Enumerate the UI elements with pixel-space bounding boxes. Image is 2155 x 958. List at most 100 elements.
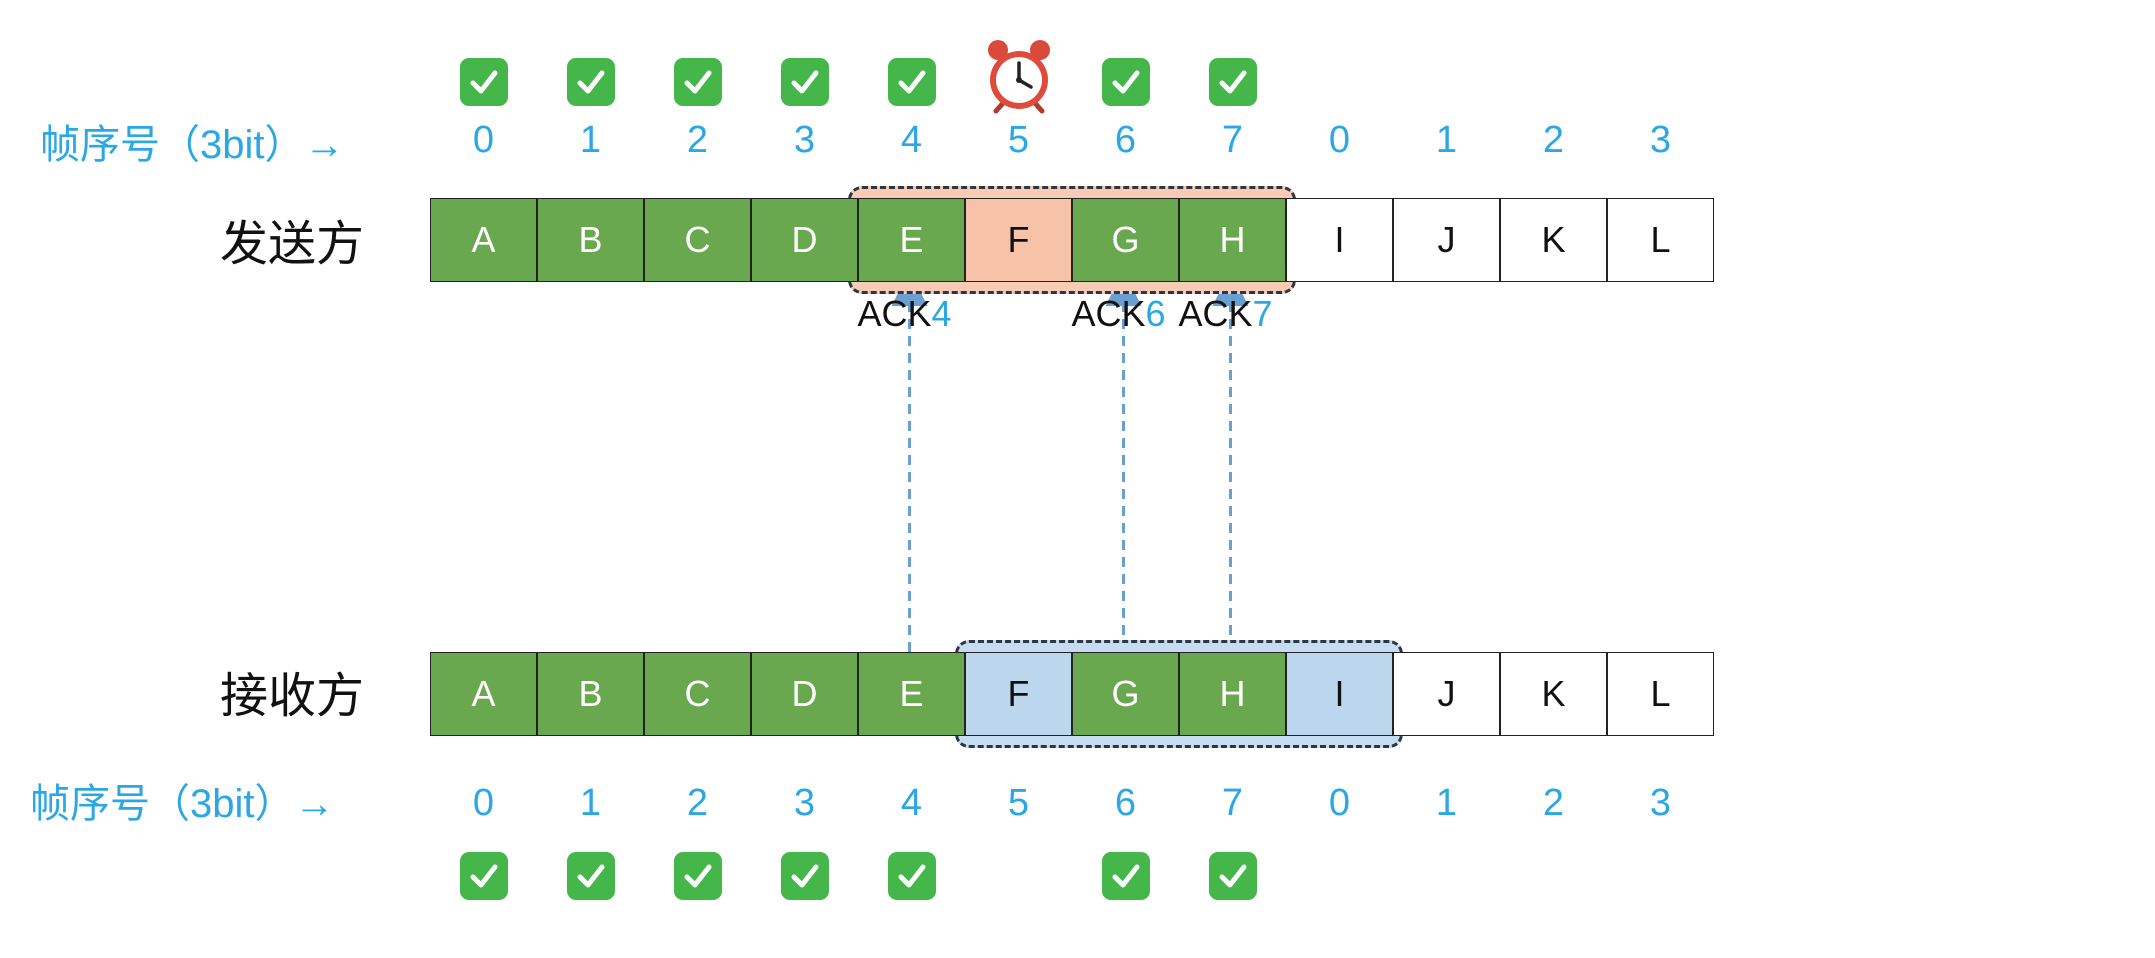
sender-check-icon — [459, 58, 508, 106]
receiver-frame-label: F — [1007, 673, 1030, 714]
sender-frame-A: A — [430, 198, 537, 282]
receiver-seq-number: 0 — [1328, 782, 1351, 824]
receiver-seq-label: 帧序号（3bit）→ — [30, 782, 335, 826]
receiver-seq-number: 6 — [1114, 782, 1137, 824]
ack-number: 7 — [1252, 293, 1273, 334]
sender-frame-L: L — [1607, 198, 1714, 282]
sender-seq-number: 0 — [472, 119, 495, 161]
receiver-frame-E: E — [858, 652, 965, 736]
alarm-clock-icon — [982, 38, 1056, 114]
sender-frame-E: E — [858, 198, 965, 282]
receiver-seq-number: 4 — [900, 782, 923, 824]
receiver-role-label: 接收方 — [220, 668, 365, 724]
sender-frame-F: F — [965, 198, 1072, 282]
receiver-frame-L: L — [1607, 652, 1714, 736]
receiver-check-icon — [1101, 852, 1150, 900]
sender-seq-number: 0 — [1328, 119, 1351, 161]
ack-text: ACK — [857, 293, 932, 334]
sender-check-icon — [887, 58, 936, 106]
sender-frame-label: B — [578, 219, 603, 260]
ack-text: ACK — [1178, 293, 1253, 334]
sender-frame-label: F — [1007, 219, 1030, 260]
sender-frame-label: E — [899, 219, 924, 260]
ack-label-6: ACK6 — [1072, 296, 1166, 332]
sender-frame-K: K — [1500, 198, 1607, 282]
sender-seq-number: 1 — [1435, 119, 1458, 161]
ack-label-4: ACK4 — [858, 296, 952, 332]
sender-seq-number: 5 — [1007, 119, 1030, 161]
receiver-seq-number: 3 — [793, 782, 816, 824]
receiver-frame-label: G — [1111, 673, 1140, 714]
receiver-frame-H: H — [1179, 652, 1286, 736]
sender-frame-label: J — [1437, 219, 1456, 260]
receiver-frame-I: I — [1286, 652, 1393, 736]
receiver-frame-label: K — [1541, 673, 1566, 714]
sender-frame-label: C — [684, 219, 711, 260]
sender-frame-H: H — [1179, 198, 1286, 282]
receiver-check-icon — [673, 852, 722, 900]
receiver-seq-number: 5 — [1007, 782, 1030, 824]
receiver-frame-D: D — [751, 652, 858, 736]
ack-number: 4 — [931, 293, 952, 334]
sender-seq-number: 1 — [579, 119, 602, 161]
sender-frame-I: I — [1286, 198, 1393, 282]
receiver-frame-C: C — [644, 652, 751, 736]
receiver-frame-K: K — [1500, 652, 1607, 736]
receiver-frame-label: L — [1650, 673, 1671, 714]
receiver-check-icon — [780, 852, 829, 900]
sender-seq-number: 6 — [1114, 119, 1137, 161]
sender-check-icon — [1208, 58, 1257, 106]
sender-frame-B: B — [537, 198, 644, 282]
sender-check-icon — [1101, 58, 1150, 106]
receiver-seq-number: 1 — [579, 782, 602, 824]
sender-seq-number: 4 — [900, 119, 923, 161]
receiver-check-icon — [887, 852, 936, 900]
receiver-frame-label: C — [684, 673, 711, 714]
sender-check-icon — [566, 58, 615, 106]
sender-frame-D: D — [751, 198, 858, 282]
sender-check-icon — [780, 58, 829, 106]
receiver-frame-label: E — [899, 673, 924, 714]
sender-seq-number: 3 — [793, 119, 816, 161]
receiver-frame-label: A — [471, 673, 496, 714]
receiver-frame-J: J — [1393, 652, 1500, 736]
receiver-frame-G: G — [1072, 652, 1179, 736]
ack-label-7: ACK7 — [1179, 296, 1273, 332]
receiver-frame-F: F — [965, 652, 1072, 736]
receiver-frame-B: B — [537, 652, 644, 736]
sender-seq-number: 7 — [1221, 119, 1244, 161]
sender-frame-label: K — [1541, 219, 1566, 260]
ack-number: 6 — [1145, 293, 1166, 334]
sender-frame-label: A — [471, 219, 496, 260]
ack-text: ACK — [1071, 293, 1146, 334]
sender-frame-label: L — [1650, 219, 1671, 260]
receiver-seq-number: 0 — [472, 782, 495, 824]
receiver-seq-number: 2 — [686, 782, 709, 824]
receiver-seq-number: 1 — [1435, 782, 1458, 824]
receiver-frame-label: D — [791, 673, 818, 714]
sender-frame-label: G — [1111, 219, 1140, 260]
receiver-frame-label: H — [1219, 673, 1246, 714]
receiver-seq-number: 2 — [1542, 782, 1565, 824]
sender-frame-label: D — [791, 219, 818, 260]
receiver-frame-label: I — [1334, 673, 1345, 714]
sender-check-icon — [673, 58, 722, 106]
sender-frame-J: J — [1393, 198, 1500, 282]
receiver-seq-number: 3 — [1649, 782, 1672, 824]
receiver-check-icon — [566, 852, 615, 900]
receiver-seq-number: 7 — [1221, 782, 1244, 824]
receiver-check-icon — [1208, 852, 1257, 900]
sender-frame-C: C — [644, 198, 751, 282]
sender-frame-label: I — [1334, 219, 1345, 260]
sender-seq-number: 3 — [1649, 119, 1672, 161]
sender-seq-label: 帧序号（3bit）→ — [40, 123, 345, 167]
receiver-frame-label: J — [1437, 673, 1456, 714]
receiver-frame-A: A — [430, 652, 537, 736]
sender-seq-number: 2 — [1542, 119, 1565, 161]
sender-frame-G: G — [1072, 198, 1179, 282]
receiver-frame-label: B — [578, 673, 603, 714]
receiver-check-icon — [459, 852, 508, 900]
sender-role-label: 发送方 — [220, 216, 365, 272]
